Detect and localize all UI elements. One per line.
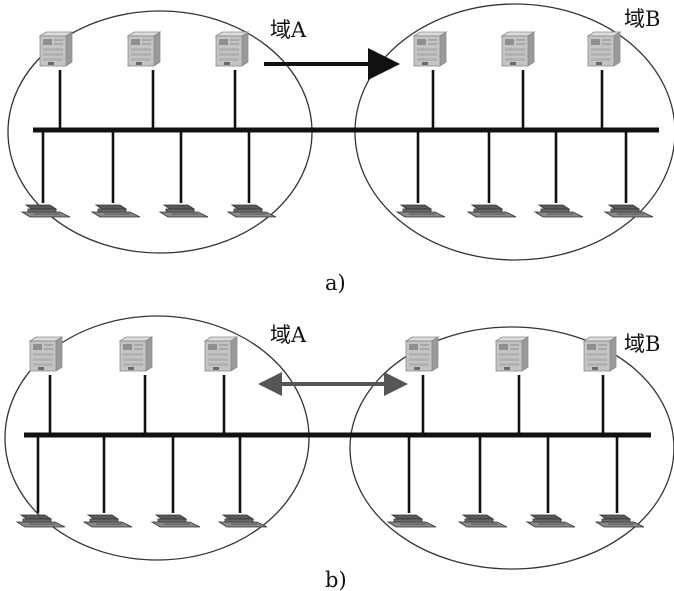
workstation-icon: [534, 204, 584, 218]
server-icon: [215, 31, 249, 67]
panel-a: 域A 域B a): [7, 3, 674, 295]
workstation-icon: [21, 204, 71, 218]
domain-a-label: 域A: [270, 323, 307, 347]
workstation-icon: [218, 514, 268, 528]
domain-b-ellipse: [349, 326, 674, 570]
workstation-icon: [159, 204, 209, 218]
workstation-icon: [151, 514, 201, 528]
server-icon: [119, 336, 153, 372]
server-icon: [127, 31, 161, 67]
workstation-icon: [526, 514, 576, 528]
workstation-icon: [83, 514, 133, 528]
server-icon: [413, 31, 447, 67]
server-icon: [405, 336, 439, 372]
domain-a-ellipse: [4, 315, 310, 561]
panel-caption: b): [325, 568, 347, 591]
server-icon: [587, 31, 621, 67]
workstation-icon: [467, 204, 517, 218]
domain-b-label: 域B: [624, 332, 660, 356]
server-icon: [495, 336, 529, 372]
server-icon: [204, 336, 238, 372]
panel-caption: a): [325, 271, 346, 295]
workstation-icon: [604, 204, 654, 218]
workstation-icon: [91, 204, 141, 218]
server-icon: [583, 336, 617, 372]
domain-b-label: 域B: [624, 7, 660, 31]
server-icon: [39, 31, 73, 67]
workstation-icon: [396, 204, 446, 218]
panel-b: 域A 域B b): [4, 315, 674, 591]
workstation-icon: [458, 514, 508, 528]
workstation-icon: [227, 204, 277, 218]
workstation-icon: [595, 514, 645, 528]
workstation-icon: [16, 514, 66, 528]
domain-a-label: 域A: [270, 18, 307, 42]
server-icon: [501, 31, 535, 67]
server-icon: [29, 336, 63, 372]
workstation-icon: [387, 514, 437, 528]
